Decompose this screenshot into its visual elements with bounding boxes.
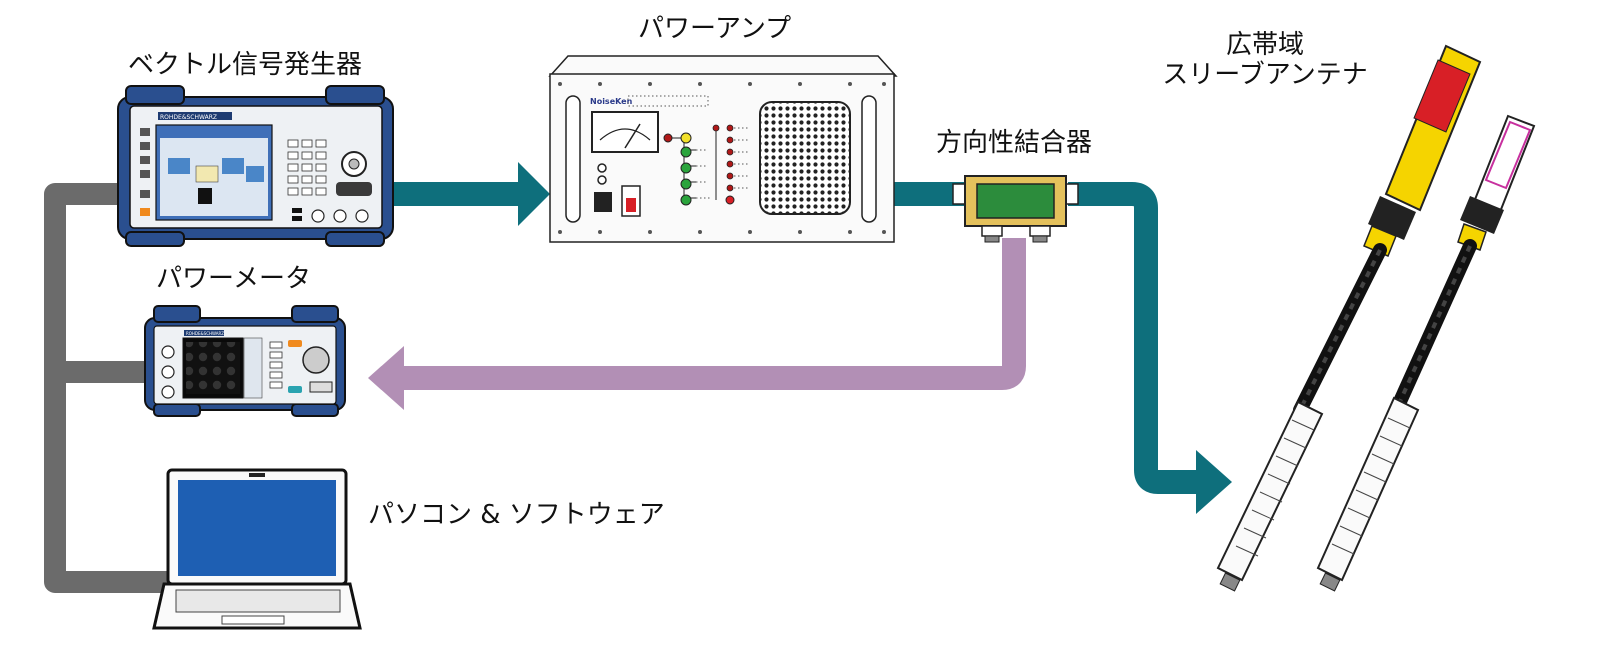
rf-path-coupler-to-antenna xyxy=(1068,182,1232,514)
power-meter-label: パワーメータ xyxy=(156,264,311,294)
antenna-label-line1: 広帯域 xyxy=(1225,30,1304,60)
laptop-pc xyxy=(152,468,362,630)
antenna-label: 広帯域 スリーブアンテナ xyxy=(1150,30,1380,90)
sleeve-antenna-small xyxy=(1316,114,1536,592)
power-amplifier: NoiseKen xyxy=(548,55,898,243)
antenna-label-line2: スリーブアンテナ xyxy=(1162,60,1368,90)
rf-path-generator-to-amp xyxy=(392,162,550,226)
directional-coupler xyxy=(952,175,1079,243)
sleeve-antenna-large xyxy=(1216,44,1482,592)
meter-logo: ROHDE&SCHWARZ xyxy=(186,331,224,336)
generator-logo: ROHDE&SCHWARZ xyxy=(160,114,217,121)
power-amp-label: パワーアンプ xyxy=(638,14,792,44)
power-meter: ROHDE&SCHWARZ xyxy=(144,305,346,417)
amp-logo: NoiseKen xyxy=(590,97,633,106)
feedback-path-coupler-to-meter xyxy=(368,238,1026,410)
vector-signal-generator: ROHDE&SCHWARZ xyxy=(117,85,394,247)
pc-software-label: パソコン & ソフトウェア xyxy=(368,500,665,530)
directional-coupler-label: 方向性結合器 xyxy=(936,128,1093,158)
signal-generator-label: ベクトル信号発生器 xyxy=(128,50,363,80)
control-cable xyxy=(44,183,170,593)
